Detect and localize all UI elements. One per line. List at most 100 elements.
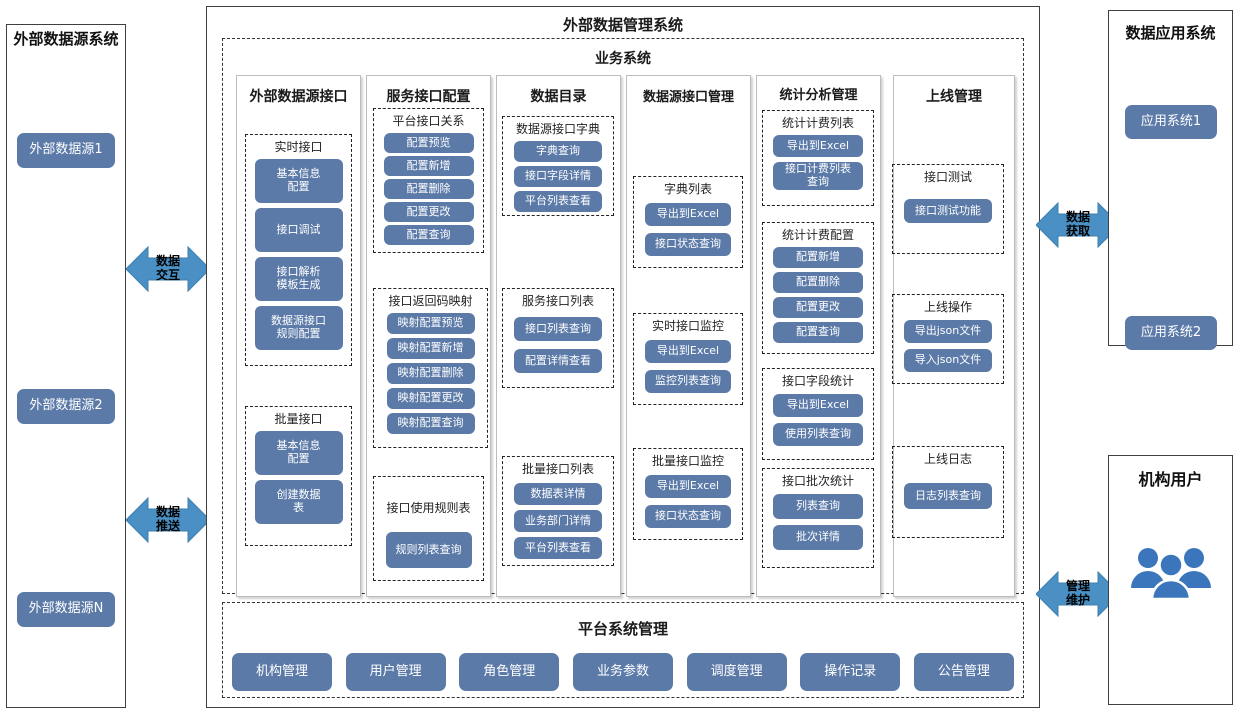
btn-basic-info-config-batch[interactable]: 基本信息 配置 [254, 431, 343, 475]
btn-config-query-billing[interactable]: 配置查询 [773, 322, 863, 343]
column-datasource-interface-management: 数据源接口管理 字典列表 导出到Excel 接口状态查询 实时接口监控 导出到E… [626, 75, 751, 597]
btn-basic-info-config[interactable]: 基本信息 配置 [254, 159, 343, 203]
group-statistics-billing-list: 统计计费列表 导出到Excel 接口计费列表 查询 [762, 110, 874, 206]
platform-buttons-row: 机构管理 用户管理 角色管理 业务参数 调度管理 操作记录 公告管理 [232, 652, 1014, 692]
btn-interface-list-query[interactable]: 接口列表查询 [514, 317, 602, 341]
group-title: 批量接口 [274, 412, 323, 426]
btn-export-excel-realtime[interactable]: 导出到Excel [645, 340, 731, 363]
btn-interface-debug[interactable]: 接口调试 [254, 208, 343, 252]
btn-platform-list-view[interactable]: 平台列表查看 [514, 191, 602, 212]
group-buttons: 数据表详情 业务部门详情 平台列表查看 [503, 483, 613, 559]
group-title: 批量接口列表 [521, 462, 594, 476]
group-buttons: 导出json文件 导入json文件 [893, 320, 1003, 372]
arrow-manage-maintain: 管理 维护 [1036, 562, 1120, 626]
btn-business-parameters[interactable]: 业务参数 [572, 653, 673, 691]
btn-create-data-table[interactable]: 创建数据 表 [254, 480, 343, 524]
btn-usage-list-query[interactable]: 使用列表查询 [773, 423, 863, 446]
group-title: 字典列表 [663, 182, 712, 196]
application-system-1[interactable]: 应用系统1 [1125, 105, 1217, 139]
group-title: 接口使用规则表 [386, 501, 471, 515]
btn-export-excel-billing[interactable]: 导出到Excel [773, 135, 863, 157]
group-interface-test: 接口测试 接口测试功能 [892, 164, 1004, 254]
btn-operation-records[interactable]: 操作记录 [800, 653, 901, 691]
btn-config-detail-view[interactable]: 配置详情查看 [514, 349, 602, 373]
btn-mapping-config-preview[interactable]: 映射配置预览 [386, 313, 475, 334]
arrow-data-fetch-label: 数据 获取 [1036, 193, 1120, 257]
group-batch-interface-monitor: 批量接口监控 导出到Excel 接口状态查询 [633, 448, 743, 540]
group-buttons: 列表查询 批次详情 [763, 494, 873, 550]
group-interface-batch-statistics: 接口批次统计 列表查询 批次详情 [762, 468, 874, 568]
group-buttons: 导出到Excel 监控列表查询 [634, 340, 742, 393]
btn-role-management[interactable]: 角色管理 [459, 653, 560, 691]
btn-mapping-config-modify[interactable]: 映射配置更改 [386, 388, 475, 409]
btn-announcement-management[interactable]: 公告管理 [913, 653, 1014, 691]
btn-batch-detail[interactable]: 批次详情 [773, 525, 863, 550]
btn-interface-status-query-batch[interactable]: 接口状态查询 [645, 505, 731, 528]
btn-config-add-billing[interactable]: 配置新增 [773, 247, 863, 268]
main-system-title: 外部数据管理系统 [562, 16, 683, 34]
btn-list-query-batchstat[interactable]: 列表查询 [773, 494, 863, 519]
btn-org-management[interactable]: 机构管理 [232, 653, 332, 691]
btn-platform-list-view-batch[interactable]: 平台列表查看 [514, 537, 602, 559]
column-title: 上线管理 [926, 89, 982, 105]
group-title: 实时接口 [274, 140, 323, 154]
arrow-line-2: 推送 [155, 519, 180, 533]
group-datasource-interface-dictionary: 数据源接口字典 字典查询 接口字段详情 平台列表查看 [502, 116, 614, 216]
btn-interface-field-detail[interactable]: 接口字段详情 [514, 166, 602, 187]
btn-export-excel-dict[interactable]: 导出到Excel [645, 203, 731, 226]
btn-interface-status-query-dict[interactable]: 接口状态查询 [645, 233, 731, 256]
external-datasource-system-title: 外部数据源系统 [13, 30, 119, 48]
btn-datasource-interface-rule-config[interactable]: 数据源接口 规则配置 [254, 306, 343, 350]
group-statistics-billing-config: 统计计费配置 配置新增 配置删除 配置更改 配置查询 [762, 222, 874, 354]
btn-config-modify[interactable]: 配置更改 [383, 202, 474, 222]
btn-mapping-config-add[interactable]: 映射配置新增 [386, 338, 475, 359]
arrow-line-1: 数据 [1065, 210, 1090, 225]
btn-export-excel-batch[interactable]: 导出到Excel [645, 475, 731, 498]
group-title: 接口字段统计 [781, 374, 854, 388]
external-datasource-2[interactable]: 外部数据源2 [17, 389, 115, 424]
column-service-interface-config: 服务接口配置 平台接口关系 配置预览 配置新增 配置删除 配置更改 配置查询 接… [366, 75, 491, 597]
institution-user-title: 机构用户 [1138, 470, 1203, 489]
btn-config-add[interactable]: 配置新增 [383, 156, 474, 176]
btn-monitor-list-query[interactable]: 监控列表查询 [645, 370, 731, 393]
btn-config-modify-billing[interactable]: 配置更改 [773, 297, 863, 318]
btn-config-preview[interactable]: 配置预览 [383, 133, 474, 153]
column-title: 服务接口配置 [386, 89, 471, 105]
application-system-2[interactable]: 应用系统2 [1125, 316, 1217, 350]
btn-config-delete[interactable]: 配置删除 [383, 179, 474, 199]
btn-rule-list-query[interactable]: 规则列表查询 [385, 532, 472, 568]
btn-user-management[interactable]: 用户管理 [345, 653, 446, 691]
btn-interface-test-function[interactable]: 接口测试功能 [904, 199, 992, 223]
btn-export-excel-field[interactable]: 导出到Excel [773, 394, 863, 417]
external-datasource-1[interactable]: 外部数据源1 [17, 133, 115, 168]
group-title: 平台接口关系 [392, 114, 465, 128]
group-buttons: 基本信息 配置 接口调试 接口解析 模板生成 数据源接口 规则配置 [246, 159, 351, 350]
btn-interface-billing-list-query[interactable]: 接口计费列表 查询 [773, 162, 863, 190]
column-title: 数据源接口管理 [642, 90, 734, 105]
btn-config-delete-billing[interactable]: 配置删除 [773, 272, 863, 293]
arrow-line-2: 维护 [1065, 593, 1090, 607]
group-buttons: 配置预览 配置新增 配置删除 配置更改 配置查询 [374, 133, 483, 245]
btn-dictionary-query[interactable]: 字典查询 [514, 141, 602, 162]
btn-import-json-file[interactable]: 导入json文件 [904, 349, 992, 372]
btn-data-table-detail[interactable]: 数据表详情 [514, 483, 602, 505]
btn-mapping-config-delete[interactable]: 映射配置删除 [386, 363, 475, 384]
btn-export-json-file[interactable]: 导出json文件 [904, 320, 992, 343]
group-buttons: 基本信息 配置 创建数据 表 [246, 431, 351, 524]
btn-business-dept-detail[interactable]: 业务部门详情 [514, 510, 602, 532]
btn-log-list-query[interactable]: 日志列表查询 [904, 483, 992, 509]
group-realtime-interface-monitor: 实时接口监控 导出到Excel 监控列表查询 [633, 313, 743, 405]
btn-mapping-config-query[interactable]: 映射配置查询 [386, 413, 475, 434]
btn-config-query[interactable]: 配置查询 [383, 225, 474, 245]
group-title: 实时接口监控 [651, 319, 724, 333]
btn-schedule-management[interactable]: 调度管理 [686, 653, 787, 691]
external-datasource-n[interactable]: 外部数据源N [17, 592, 115, 627]
group-buttons: 配置新增 配置删除 配置更改 配置查询 [763, 247, 873, 343]
btn-interface-parse-template[interactable]: 接口解析 模板生成 [254, 257, 343, 301]
double-arrow-icon [126, 496, 210, 544]
group-service-interface-list: 服务接口列表 接口列表查询 配置详情查看 [502, 288, 614, 388]
group-title: 统计计费配置 [781, 228, 854, 242]
group-dictionary-list: 字典列表 导出到Excel 接口状态查询 [633, 176, 743, 268]
group-buttons: 映射配置预览 映射配置新增 映射配置删除 映射配置更改 映射配置查询 [374, 313, 487, 434]
group-launch-log: 上线日志 日志列表查询 [892, 446, 1004, 538]
